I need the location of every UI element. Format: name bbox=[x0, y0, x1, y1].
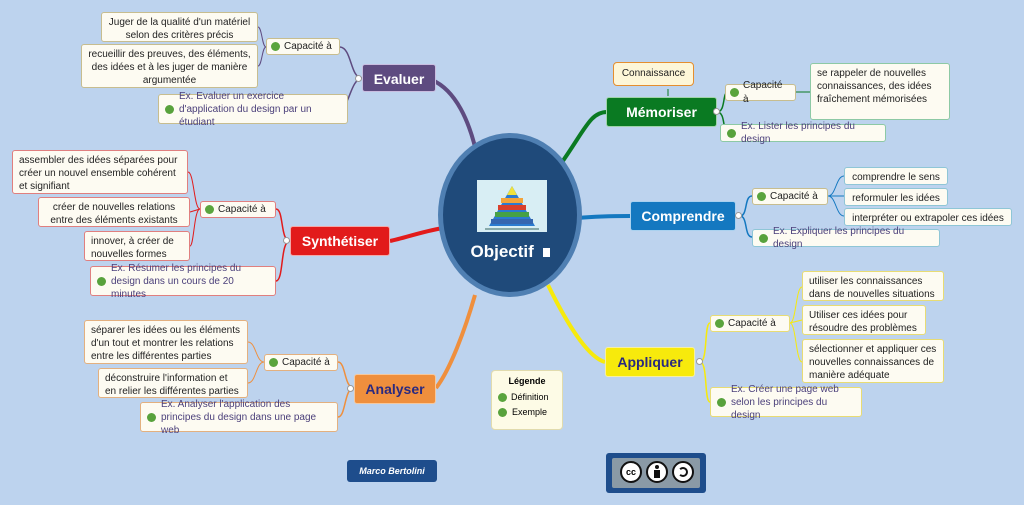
synthetiser-item-3[interactable]: innover, à créer de nouvelles formes bbox=[84, 231, 190, 261]
bloom-pyramid-image bbox=[477, 180, 547, 232]
info-icon bbox=[205, 205, 214, 214]
info-icon bbox=[715, 319, 724, 328]
topic-comprendre[interactable]: Comprendre bbox=[630, 201, 736, 231]
note-icon[interactable] bbox=[542, 248, 550, 258]
collapse-toggle-evaluer[interactable] bbox=[355, 75, 362, 82]
check-icon bbox=[165, 104, 174, 114]
capacite-evaluer[interactable]: Capacité à bbox=[266, 38, 340, 55]
check-icon bbox=[147, 412, 156, 422]
analyser-example[interactable]: Ex. Analyser l'application des principes… bbox=[140, 399, 338, 436]
memoriser-example[interactable]: Ex. Lister les principes du design bbox=[720, 121, 886, 145]
central-topic-title: Objectif bbox=[470, 242, 534, 261]
check-icon bbox=[97, 276, 106, 286]
appliquer-example[interactable]: Ex. Créer une page web selon les princip… bbox=[710, 384, 862, 421]
evaluer-example[interactable]: Ex. Evaluer un exercice d'application du… bbox=[158, 91, 348, 128]
collapse-toggle-comprendre[interactable] bbox=[735, 212, 742, 219]
appliquer-item-1[interactable]: utiliser les connaissances dans de nouve… bbox=[802, 271, 944, 301]
capacite-comprendre[interactable]: Capacité à bbox=[752, 188, 828, 205]
comprendre-item-2[interactable]: reformuler les idées bbox=[844, 188, 948, 206]
author-credit[interactable]: Marco Bertolini bbox=[347, 460, 437, 482]
sa-icon bbox=[672, 461, 694, 483]
appliquer-item-3[interactable]: sélectionner et appliquer ces nouvelles … bbox=[802, 339, 944, 383]
synthetiser-item-1[interactable]: assembler des idées séparées pour créer … bbox=[12, 150, 188, 194]
central-topic[interactable]: Objectif bbox=[438, 133, 582, 297]
collapse-toggle-synthetiser[interactable] bbox=[283, 237, 290, 244]
capacite-memoriser[interactable]: Capacité à bbox=[725, 80, 796, 105]
info-icon bbox=[498, 392, 507, 402]
legend-item-definition: Définition bbox=[498, 392, 562, 402]
check-icon bbox=[727, 128, 736, 138]
legend: Légende Définition Exemple bbox=[491, 370, 563, 430]
cc-icon: cc bbox=[620, 461, 642, 483]
capacite-appliquer[interactable]: Capacité à bbox=[710, 315, 790, 332]
callout-connaissance[interactable]: Connaissance bbox=[613, 62, 694, 86]
collapse-toggle-analyser[interactable] bbox=[347, 385, 354, 392]
comprendre-item-3[interactable]: interpréter ou extrapoler ces idées bbox=[844, 208, 1012, 226]
topic-analyser[interactable]: Analyser bbox=[354, 374, 436, 404]
capacite-synthetiser[interactable]: Capacité à bbox=[200, 201, 276, 218]
topic-synthetiser[interactable]: Synthétiser bbox=[290, 226, 390, 256]
cc-license-badge[interactable]: cc bbox=[606, 453, 706, 493]
evaluer-item-2[interactable]: recueillir des preuves, des éléments, de… bbox=[81, 44, 258, 88]
capacite-analyser[interactable]: Capacité à bbox=[264, 354, 338, 371]
comprendre-example[interactable]: Ex. Expliquer les principes du design bbox=[752, 226, 940, 250]
synthetiser-item-2[interactable]: créer de nouvelles relations entre des é… bbox=[38, 197, 190, 227]
collapse-toggle-appliquer[interactable] bbox=[696, 358, 703, 365]
collapse-toggle-memoriser[interactable] bbox=[713, 108, 720, 115]
info-icon bbox=[271, 42, 280, 51]
comprendre-item-1[interactable]: comprendre le sens bbox=[844, 167, 948, 185]
topic-memoriser[interactable]: Mémoriser bbox=[606, 97, 717, 127]
legend-title: Légende bbox=[508, 376, 546, 386]
info-icon bbox=[269, 358, 278, 367]
topic-appliquer[interactable]: Appliquer bbox=[605, 347, 695, 377]
check-icon bbox=[498, 407, 507, 417]
info-icon bbox=[757, 192, 766, 201]
info-icon bbox=[730, 88, 739, 97]
analyser-item-1[interactable]: séparer les idées ou les éléments d'un t… bbox=[84, 320, 248, 364]
legend-item-example: Exemple bbox=[498, 407, 562, 417]
check-icon bbox=[759, 233, 768, 243]
topic-evaluer[interactable]: Evaluer bbox=[362, 64, 436, 92]
synthetiser-example[interactable]: Ex. Résumer les principes du design dans… bbox=[90, 263, 276, 300]
analyser-item-2[interactable]: déconstruire l'information et en relier … bbox=[98, 368, 248, 398]
check-icon bbox=[717, 397, 726, 407]
appliquer-item-2[interactable]: Utiliser ces idées pour résoudre des pro… bbox=[802, 305, 926, 335]
by-icon bbox=[646, 461, 668, 483]
memoriser-item-1[interactable]: se rappeler de nouvelles connaissances, … bbox=[810, 63, 950, 120]
evaluer-item-1[interactable]: Juger de la qualité d'un matériel selon … bbox=[101, 12, 258, 42]
